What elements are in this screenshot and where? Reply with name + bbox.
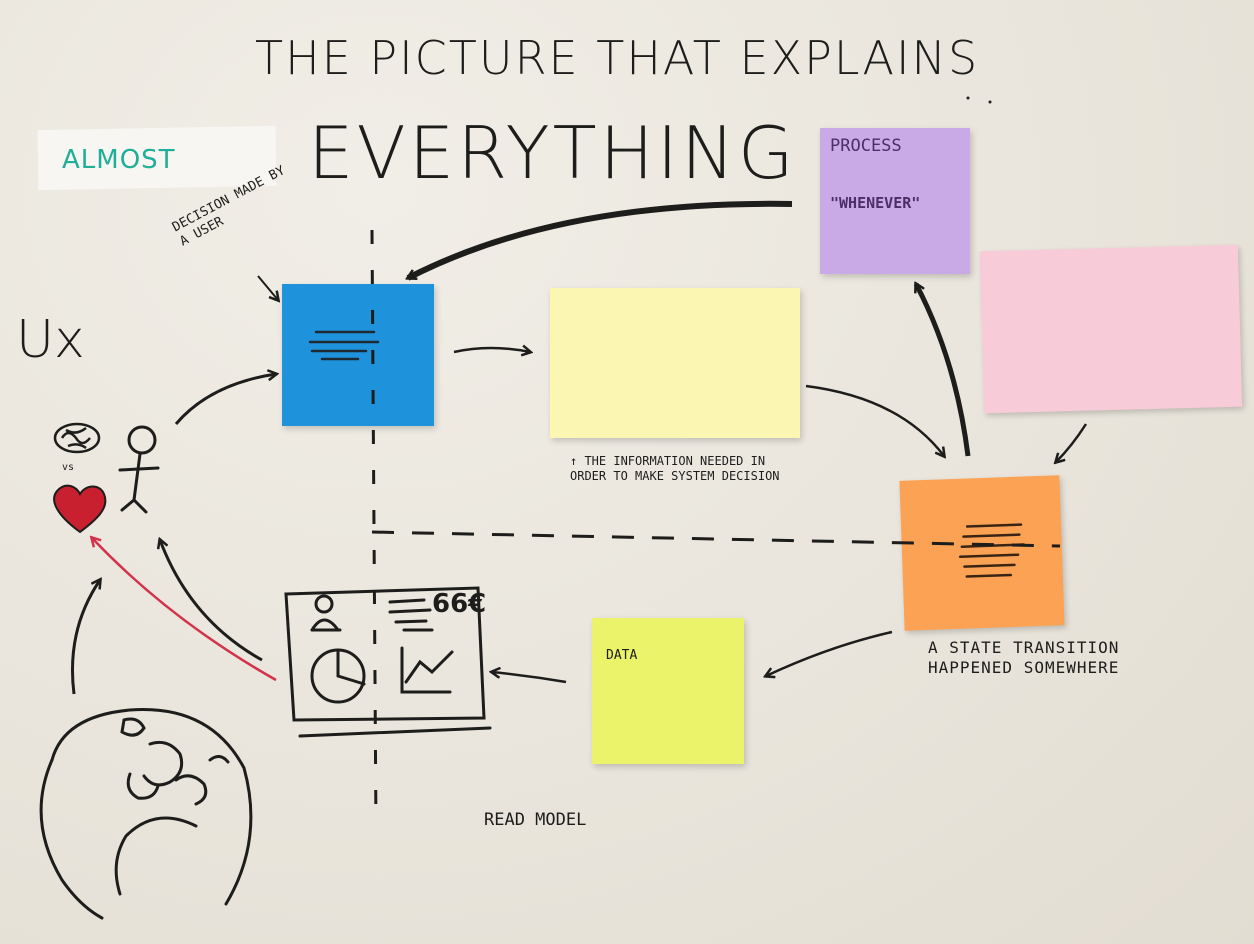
dashboard-sketch-icon — [284, 586, 492, 738]
arrow-dashboard-to-user — [160, 540, 263, 662]
title-line-1: The Picture that Explains — [255, 31, 980, 85]
brain-icon — [53, 422, 101, 454]
arrow-decision-to-info — [453, 348, 530, 352]
arrow-info-to-state — [805, 384, 944, 456]
arrow-state-to-process — [913, 284, 971, 457]
arrow-data-to-dashboard — [492, 672, 567, 684]
data-label: Data — [606, 648, 638, 663]
earth-globe-icon — [39, 707, 253, 920]
state-transition-note: A state transition happened somewhere — [928, 638, 1120, 677]
vertical-divider — [370, 229, 378, 831]
arrow-dashboard-to-heart[interactable] — [92, 538, 277, 682]
read-model-note: Read model — [484, 810, 587, 830]
dashboard-value: 66€ — [432, 589, 486, 619]
vs-label: vs — [62, 462, 75, 473]
information-note: ↑ The information needed in order to mak… — [570, 454, 780, 483]
process-label: Process — [830, 136, 902, 156]
whenever-label: "Whenever" — [830, 194, 921, 212]
title-line-2: Everything — [308, 111, 797, 195]
data-sticky-note[interactable]: Data — [592, 618, 744, 764]
arrow-earth-to-heart — [71, 580, 100, 695]
decision-sticky-note[interactable] — [282, 284, 434, 426]
scribble-lines-icon — [308, 330, 380, 361]
arrow-decision-note-pointer — [257, 275, 278, 300]
title-trail-dots — [966, 96, 992, 104]
horizontal-divider — [371, 530, 1061, 548]
arrow-process-to-decision — [408, 200, 793, 281]
process-sticky-note[interactable]: Process "Whenever" — [820, 128, 970, 274]
information-sticky-note[interactable] — [550, 288, 800, 438]
heart-icon — [53, 484, 107, 534]
arrow-state-to-data — [766, 630, 893, 676]
almost-tag: Almost — [62, 145, 176, 175]
user-stick-figure-icon — [118, 425, 160, 514]
arrow-pink-to-state — [1056, 423, 1088, 462]
arrow-user-to-decision — [174, 374, 276, 425]
ux-label: Ux — [16, 310, 85, 370]
